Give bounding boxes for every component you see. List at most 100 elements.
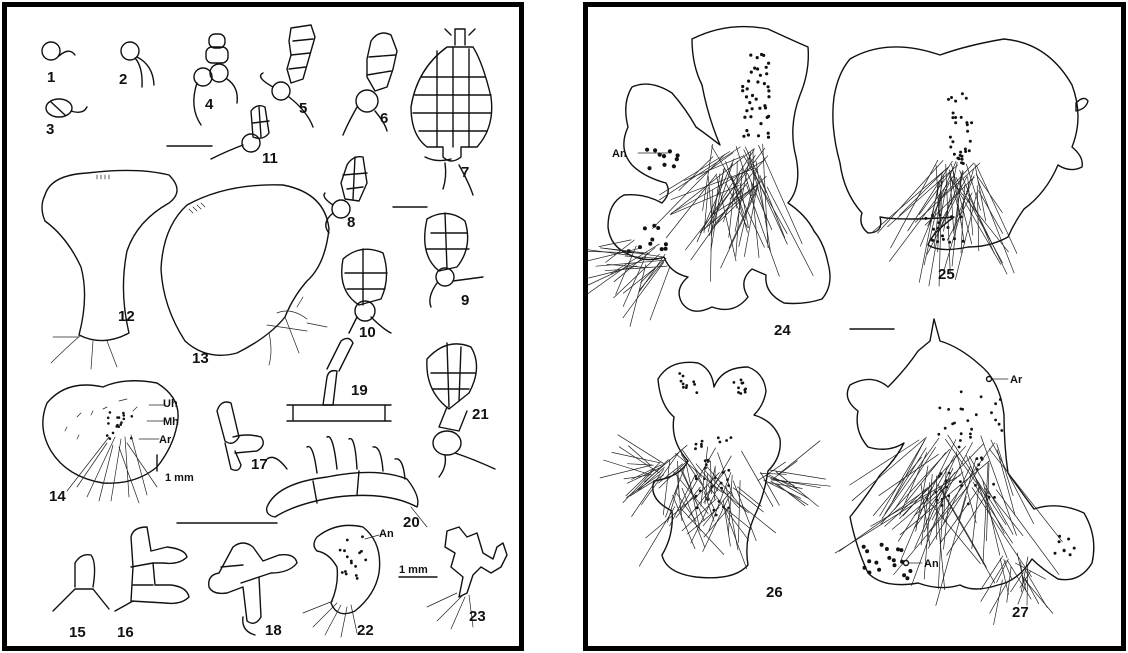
dots24-mark (662, 163, 666, 167)
dots24-mark (758, 107, 761, 110)
figure-number-8: 8 (347, 214, 355, 231)
label-an-24: An (612, 148, 627, 160)
dots26-mark (693, 383, 696, 386)
hair26-hair (704, 469, 739, 507)
dots25-mark (969, 140, 972, 143)
figure-18: 18 (209, 543, 297, 639)
hair25-hair (877, 161, 943, 234)
dots27-mark (969, 436, 972, 439)
figure-number-5: 5 (299, 100, 307, 117)
dots26-mark (740, 379, 743, 382)
dots25-mark (960, 161, 963, 164)
dots25-mark (966, 130, 969, 133)
figure-number-19: 19 (351, 382, 368, 399)
scale-label-23: 1 mm (399, 564, 428, 576)
dots24-mark (756, 67, 759, 70)
hair24-hair (737, 148, 765, 184)
dots26-mark (695, 443, 698, 446)
dots26-mark (739, 392, 742, 395)
label-an-27: An (924, 558, 939, 570)
dots27-mark (862, 545, 866, 549)
dots25-mark (949, 146, 952, 149)
figure-4: 4 (194, 34, 237, 125)
dots24-mark (767, 136, 770, 139)
hair26-hair (724, 506, 747, 569)
hair24-hair (700, 150, 754, 233)
dots27-mark (961, 408, 964, 411)
dots27-mark (1054, 552, 1057, 555)
dots24-mark (747, 133, 750, 136)
figure-13: 13 (161, 185, 329, 367)
hair27-hair (985, 488, 1023, 536)
hair27-hair (928, 472, 977, 549)
figure-3: 3 (46, 99, 87, 138)
dots24-mark (656, 226, 660, 230)
hair24-hair (671, 149, 754, 214)
dots27-mark (867, 571, 871, 575)
hair24-hair (747, 185, 780, 276)
figure-26-rhizoids (600, 435, 830, 569)
dots27-mark (951, 423, 954, 426)
figure-19: 19 (287, 338, 391, 421)
figure-number-13: 13 (192, 350, 209, 367)
dots26-mark (678, 372, 681, 375)
dots25-mark (965, 97, 968, 100)
dots26-mark (682, 386, 685, 389)
figure-number-6: 6 (380, 110, 388, 127)
dots14-mark (123, 418, 126, 421)
dots26-mark (692, 380, 695, 383)
label-ar-27: Ar (1010, 374, 1023, 386)
dots26-mark (682, 375, 685, 378)
dots25-mark (949, 136, 952, 139)
hair27-hair (1000, 559, 1008, 595)
figure-number-22: 22 (357, 622, 374, 639)
figure-number-24: 24 (774, 322, 791, 339)
dots27-mark (944, 427, 947, 430)
dots27-mark (947, 408, 950, 411)
dots24-mark (755, 98, 758, 101)
hair26-hair (771, 479, 821, 488)
dots14-mark (112, 432, 115, 435)
dots27-mark (980, 395, 983, 398)
dots27-mark (975, 413, 978, 416)
dots24-mark (660, 247, 664, 251)
dots14-mark (109, 411, 112, 414)
dots27-mark (1000, 429, 1003, 432)
dots24-mark (741, 89, 744, 92)
figure-11: 11 (211, 106, 278, 167)
hair24-hair (684, 156, 742, 180)
dots27-mark (1073, 547, 1076, 550)
hair26-hair (681, 455, 704, 489)
dots14-mark (107, 417, 110, 420)
hair27-hair (973, 482, 1012, 543)
dots22-mark (341, 571, 344, 574)
dots22-mark (346, 555, 349, 558)
dots26-mark (725, 439, 728, 442)
dots24-mark (749, 54, 752, 57)
hair25-hair (939, 172, 964, 233)
dots27-mark (877, 568, 881, 572)
dots25-mark (959, 151, 962, 154)
dots24-mark (742, 135, 745, 138)
hair26-hair (618, 435, 664, 464)
dots24-mark (652, 224, 656, 228)
dots24-mark (647, 166, 651, 170)
hair27-hair (880, 440, 925, 516)
dots22-mark (358, 551, 361, 554)
dots24-mark (767, 89, 770, 92)
figure-number-1: 1 (47, 69, 55, 86)
dots27-mark (893, 563, 897, 567)
hair27-hair (885, 488, 928, 527)
dots24-mark (745, 95, 748, 98)
dots26-mark (719, 441, 722, 444)
dots24-mark (767, 95, 770, 98)
dots24-mark (664, 242, 668, 246)
figure-27-rhizoids (835, 435, 1062, 625)
hair26-hair (742, 506, 776, 533)
hair26-hair (703, 499, 728, 552)
figure-number-12: 12 (118, 308, 135, 325)
figure-10: 10 (342, 249, 391, 341)
hair27-hair (972, 486, 979, 549)
dots24-mark (653, 148, 657, 152)
figure-12: 12 (42, 170, 177, 369)
